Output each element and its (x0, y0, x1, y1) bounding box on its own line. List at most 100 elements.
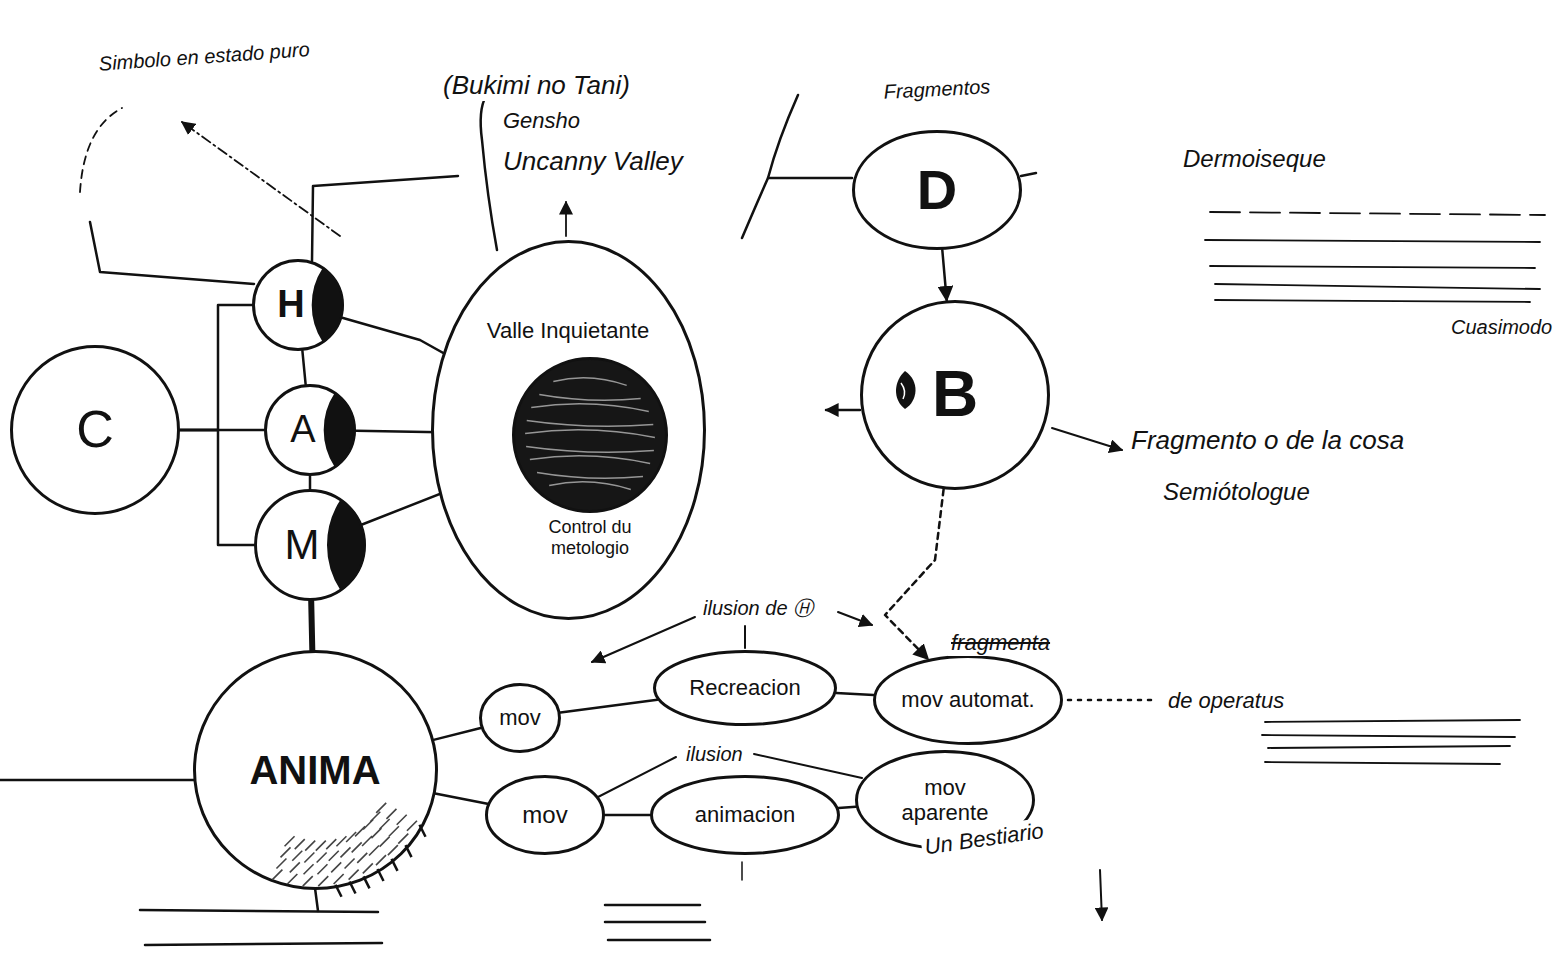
shadow-crescent (313, 269, 343, 342)
node-text: Control du metologio (520, 517, 660, 558)
outline-ellipse (652, 777, 839, 854)
note-label: Simbolo en estado puro (95, 36, 332, 76)
stripe-line (1262, 735, 1515, 737)
ellipse-node: mov (485, 775, 605, 855)
note-label: Fragmento o de la cosa (1128, 425, 1407, 456)
outline-ellipse (12, 347, 179, 514)
stripe-line (1268, 746, 1510, 748)
outline-ellipse (854, 132, 1021, 249)
stub-line (315, 888, 318, 911)
outline-ellipse (875, 657, 1062, 744)
node-text: A (290, 408, 315, 452)
text-holder: M (254, 489, 366, 601)
connector (434, 728, 481, 740)
ellipse-node: mov (479, 683, 561, 753)
node-text: M (285, 521, 320, 569)
stripe-line (1210, 212, 1545, 215)
connector (605, 814, 650, 817)
text-holder: ANIMA (193, 650, 438, 890)
node-text: H (277, 283, 304, 327)
up-arrow (565, 202, 567, 236)
text-holder: D (852, 130, 1022, 250)
outline-ellipse (487, 777, 604, 854)
note-label: Uncanny Valley (500, 146, 686, 177)
outline-ellipse (655, 652, 836, 725)
node-text: ANIMA (245, 747, 384, 793)
shadow-crescent (328, 500, 365, 589)
text-holder: H (252, 259, 344, 351)
circle-node: A (264, 384, 356, 476)
note-label: (Bukimi no Tani) (440, 70, 633, 101)
outline-ellipse (514, 359, 667, 512)
stripe-line (1210, 266, 1535, 268)
outline-ellipse (256, 491, 365, 600)
outline-ellipse (254, 261, 343, 350)
dark-circle: Control du metologio (512, 357, 668, 513)
connector (309, 476, 312, 489)
connector (942, 250, 946, 301)
node-text: Recreacion (689, 675, 800, 700)
node-text: C (76, 400, 114, 460)
dotted-leader (1068, 699, 1158, 702)
leaf-symbol (896, 371, 916, 409)
note-label: ilusion de Ⓗ (700, 596, 816, 620)
note-label: Dermoiseque (1180, 145, 1329, 174)
connector (302, 351, 305, 384)
ground-line (605, 921, 705, 924)
ellipse-node: D (852, 130, 1022, 250)
leader-arrow (182, 122, 340, 236)
connector (836, 693, 873, 695)
text-holder: animacion (650, 775, 840, 855)
text-holder: mov (485, 775, 605, 855)
bracket-curve (481, 96, 497, 250)
leader-arrow (1052, 428, 1122, 450)
note-label: Semiótologue (1160, 478, 1313, 507)
node-text: mov automat. (901, 687, 1034, 712)
connector (180, 430, 254, 545)
leaf-vein (901, 383, 905, 399)
node-text: B (932, 358, 978, 432)
circle-node: M (254, 489, 366, 601)
note-label: Cuasimodo (1448, 315, 1555, 339)
text-holder: Recreacion (653, 650, 837, 726)
shadow-crescent (325, 394, 355, 467)
ellipse-node: mov automat. (873, 655, 1063, 745)
connector (311, 601, 312, 650)
ground-line (608, 939, 710, 942)
bracket-line (768, 177, 852, 180)
circle-node: B (860, 300, 1050, 490)
text-holder: mov (479, 683, 561, 753)
circle-node: H (252, 259, 344, 351)
node-text: mov (499, 705, 541, 730)
tick-line (744, 626, 746, 648)
outline-ellipse (481, 685, 560, 752)
stripe-line (1265, 720, 1520, 722)
note-label: Fragmentos (880, 74, 994, 104)
text-holder: mov automat. (873, 655, 1063, 745)
text-holder: C (10, 345, 180, 515)
ellipse-node: animacion (650, 775, 840, 855)
text-holder: Control du metologio (492, 517, 688, 558)
ground-line (145, 943, 382, 945)
node-text: animacion (695, 802, 795, 827)
dashed-arc (80, 108, 122, 192)
connector (885, 489, 944, 659)
stripe-line (1215, 300, 1530, 302)
connector (180, 305, 252, 430)
stripe-line (1215, 284, 1540, 289)
ground-line (0, 779, 196, 782)
node-text: Valle Inquietante (487, 318, 649, 343)
connector (839, 807, 856, 808)
anima-circle: ANIMA (193, 650, 438, 890)
circle-node: C (10, 345, 180, 515)
stripe-line (1205, 240, 1540, 242)
outline-ellipse (194, 652, 436, 889)
stripe-line (1265, 762, 1500, 764)
connector (561, 700, 658, 713)
leader-arrow (838, 612, 872, 625)
leader-arrow (592, 617, 695, 662)
note-label: de operatus (1165, 688, 1287, 714)
leader-line (598, 757, 676, 797)
ground-line (140, 910, 378, 912)
text-holder: B (860, 300, 1050, 490)
